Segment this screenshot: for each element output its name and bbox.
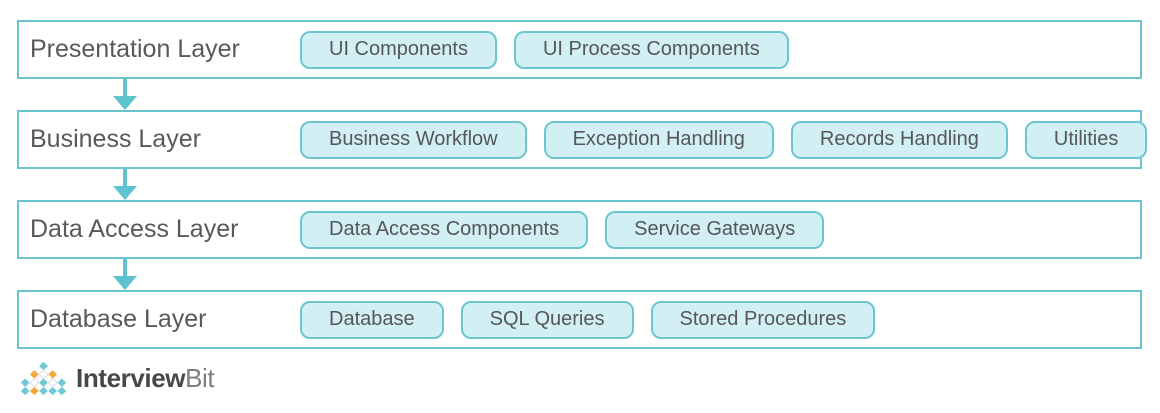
down-arrow-stem [123,259,127,277]
chip-ui-components: UI Components [300,30,497,69]
chip-records-handling: Records Handling [790,120,1008,159]
down-arrow-stem [123,169,127,187]
down-arrow-icon [113,96,137,110]
layer-chips: Business Workflow Exception Handling Recor… [300,120,1148,159]
chip-ui-process-components: UI Process Components [513,30,789,69]
interviewbit-wordmark: InterviewBit [76,363,215,394]
layer-chips: UI Components UI Process Components [300,30,789,69]
layer-label-data-access-layer: Data Access Layer [30,215,239,243]
layer-row-presentation-layer: Presentation Layer UI Components UI Proce… [17,20,1142,79]
layer-connector [17,79,1142,110]
chip-sql-queries: SQL Queries [460,300,634,339]
layered-architecture-diagram: Presentation Layer UI Components UI Proce… [17,20,1148,349]
down-arrow-icon [113,276,137,290]
chip-business-workflow: Business Workflow [300,120,527,159]
layer-row-database-layer: Database Layer Database SQL Queries Stored… [17,290,1142,349]
layer-label-database-layer: Database Layer [30,305,207,333]
layer-chips: Data Access Components Service Gateways [300,210,825,249]
layer-connector [17,259,1142,290]
layer-row-business-layer: Business Layer Business Workflow Exceptio… [17,110,1148,169]
interviewbit-diamond-pyramid-icon [20,361,67,396]
interviewbit-logo: InterviewBit [20,361,215,396]
layer-row-data-access-layer: Data Access Layer Data Access Components… [17,200,1142,259]
layer-label-presentation-layer: Presentation Layer [30,35,240,63]
chip-service-gateways: Service Gateways [605,210,825,249]
chip-stored-procedures: Stored Procedures [650,300,876,339]
chip-data-access-components: Data Access Components [300,210,589,249]
chip-utilities: Utilities [1024,120,1148,159]
chip-database: Database [300,300,444,339]
wordmark-bit: Bit [185,363,215,393]
down-arrow-icon [113,186,137,200]
layer-chips: Database SQL Queries Stored Procedures [300,300,876,339]
layer-label-business-layer: Business Layer [30,125,201,153]
chip-exception-handling: Exception Handling [543,120,774,159]
wordmark-interview: Interview [76,363,186,393]
down-arrow-stem [123,79,127,97]
layer-connector [17,169,1142,200]
